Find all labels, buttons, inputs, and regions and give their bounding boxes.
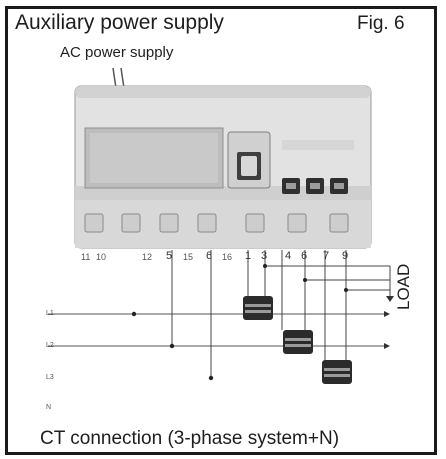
selector-knob-face <box>241 156 257 176</box>
terminal-label-15: 15 <box>183 252 194 262</box>
terminal-screws <box>84 213 349 233</box>
meter-top-edge <box>75 86 371 98</box>
aux-lead-1 <box>112 67 117 89</box>
terminal-label-5: 5 <box>166 250 173 262</box>
aux-lead-2 <box>120 67 125 89</box>
ct-l1 <box>243 296 273 320</box>
terminal-block <box>75 200 371 248</box>
junction-dots <box>131 264 348 381</box>
ct-l2 <box>283 330 313 354</box>
ct-l3 <box>322 360 352 384</box>
phase-label-l2: L2 <box>46 342 54 349</box>
figure-caption: CT connection (3-phase system+N) <box>40 428 340 449</box>
terminal-label-9: 9 <box>342 250 349 262</box>
load-label: LOAD <box>394 263 413 310</box>
terminal-label-10: 10 <box>96 252 107 262</box>
figure-number: Fig. 6 <box>357 13 405 34</box>
terminal-wiring <box>171 250 391 378</box>
power-supply-label: AC power supply <box>60 44 174 61</box>
return-ground <box>386 296 394 302</box>
phase-label-l1: L1 <box>46 310 54 317</box>
terminal-label-4: 4 <box>285 250 292 262</box>
terminal-label-7: 7 <box>323 250 330 262</box>
terminal-label-1: 1 <box>245 250 252 262</box>
terminal-label-11: 11 <box>81 252 91 262</box>
terminal-label-12: 12 <box>142 252 153 262</box>
l1-arrow <box>384 311 390 317</box>
l2-arrow <box>384 343 390 349</box>
phase-label-n: N <box>46 404 52 411</box>
terminal-label-6b: 6 <box>301 250 308 262</box>
figure-title: Auxiliary power supply <box>15 11 224 34</box>
phase-label-l3: L3 <box>46 374 54 381</box>
keypad-header <box>282 140 354 150</box>
terminal-label-6: 6 <box>206 250 213 262</box>
terminal-label-16: 16 <box>222 252 233 262</box>
phase-conductors <box>48 313 384 347</box>
figure-frame <box>5 6 437 455</box>
meter-display-inner <box>90 133 218 183</box>
terminal-label-3: 3 <box>261 250 268 262</box>
